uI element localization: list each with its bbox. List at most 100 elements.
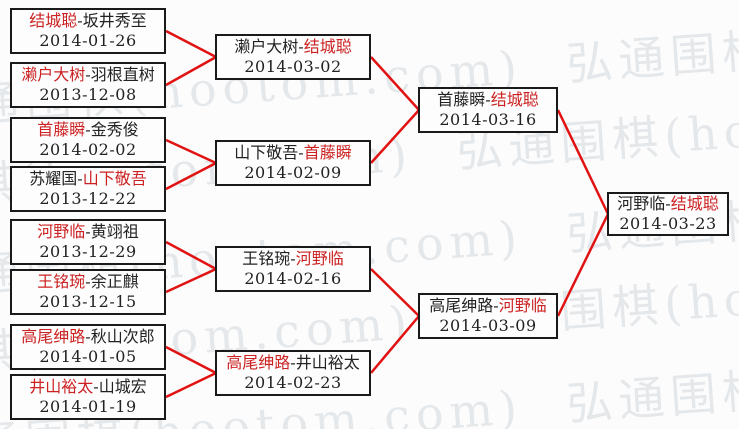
match-date: 2014-03-02 bbox=[244, 57, 342, 76]
player-name: 高尾绅路 bbox=[226, 353, 291, 372]
player-separator: - bbox=[77, 11, 83, 30]
match-date: 2014-02-09 bbox=[244, 163, 342, 182]
match-players: 苏耀国-山下敬吾 bbox=[29, 169, 146, 189]
player-name: 结城聪 bbox=[29, 11, 78, 30]
player-separator: - bbox=[85, 65, 91, 84]
match-players: 结城聪-坂井秀至 bbox=[29, 11, 146, 31]
player-name: 金秀俊 bbox=[90, 120, 139, 139]
match-box-round1-5: 河野临-黄翊祖 2013-12-29 bbox=[10, 219, 166, 265]
match-box-round1-8: 井山裕太-山城宏 2014-01-19 bbox=[10, 374, 166, 420]
player-name: 高尾绅路 bbox=[429, 296, 494, 315]
match-box-round1-3: 首藤瞬-金秀俊 2014-02-02 bbox=[10, 117, 166, 163]
connector-line bbox=[370, 56, 420, 111]
match-players: 濑户大树-结城聪 bbox=[234, 37, 351, 57]
match-date: 2013-12-08 bbox=[39, 85, 137, 104]
player-separator: - bbox=[485, 90, 491, 109]
connector-line bbox=[556, 109, 610, 215]
match-box-round1-7: 高尾绅路-秋山次郎 2014-01-05 bbox=[10, 324, 166, 370]
connector-line bbox=[556, 213, 610, 317]
player-separator: - bbox=[298, 37, 304, 56]
player-name: 首藤瞬 bbox=[437, 90, 486, 109]
match-date: 2014-03-16 bbox=[439, 110, 537, 129]
player-name: 结城聪 bbox=[303, 37, 352, 56]
match-date: 2014-03-23 bbox=[619, 214, 717, 233]
match-players: 王铭琬-余正麒 bbox=[37, 272, 138, 292]
player-name: 余正麒 bbox=[90, 272, 139, 291]
match-players: 高尾绅路-井山裕太 bbox=[226, 353, 359, 373]
player-separator: - bbox=[85, 222, 91, 241]
player-name: 山下敬吾 bbox=[82, 169, 147, 188]
watermark-text: 弘通围棋(hootom.com) bbox=[564, 335, 739, 429]
player-separator: - bbox=[85, 272, 91, 291]
player-name: 濑户大树 bbox=[21, 65, 86, 84]
match-players: 濑户大树-羽根直树 bbox=[21, 65, 154, 85]
connector-line bbox=[165, 55, 217, 87]
match-box-round1-4: 苏耀国-山下敬吾 2013-12-22 bbox=[10, 166, 166, 212]
player-name: 秋山次郎 bbox=[90, 327, 155, 346]
connector-line bbox=[165, 161, 217, 191]
match-date: 2013-12-29 bbox=[39, 242, 137, 261]
player-name: 河野临 bbox=[498, 296, 547, 315]
connector-line bbox=[370, 315, 420, 374]
player-name: 高尾绅路 bbox=[21, 327, 86, 346]
watermark-text: 弘通围棋(hootom.com) bbox=[564, 0, 739, 91]
match-date: 2013-12-22 bbox=[39, 189, 137, 208]
match-box-semifinal-2: 高尾绅路-河野临 2014-03-09 bbox=[418, 293, 558, 339]
player-name: 坂井秀至 bbox=[82, 11, 147, 30]
match-date: 2014-02-02 bbox=[39, 140, 137, 159]
connector-line bbox=[370, 109, 420, 164]
match-box-round1-2: 濑户大树-羽根直树 2013-12-08 bbox=[10, 62, 166, 108]
connector-line bbox=[165, 267, 217, 294]
player-separator: - bbox=[93, 377, 99, 396]
player-name: 井山裕太 bbox=[295, 353, 360, 372]
player-name: 山城宏 bbox=[98, 377, 147, 396]
player-name: 河野临 bbox=[295, 249, 344, 268]
match-date: 2014-01-26 bbox=[39, 31, 137, 50]
match-players: 高尾绅路-河野临 bbox=[429, 296, 546, 316]
match-box-round1-6: 王铭琬-余正麒 2013-12-15 bbox=[10, 269, 166, 315]
player-name: 结城聪 bbox=[670, 194, 719, 213]
match-date: 2014-01-19 bbox=[39, 397, 137, 416]
player-separator: - bbox=[77, 169, 83, 188]
match-players: 井山裕太-山城宏 bbox=[29, 377, 146, 397]
player-name: 井山裕太 bbox=[29, 377, 94, 396]
match-box-round2-2: 山下敬吾-首藤瞬 2014-02-09 bbox=[215, 140, 371, 186]
match-date: 2014-01-05 bbox=[39, 347, 137, 366]
match-date: 2013-12-15 bbox=[39, 292, 137, 311]
player-name: 首藤瞬 bbox=[303, 143, 352, 162]
player-separator: - bbox=[85, 327, 91, 346]
match-players: 首藤瞬-结城聪 bbox=[437, 90, 538, 110]
match-players: 河野临-结城聪 bbox=[617, 194, 718, 214]
match-players: 河野临-黄翊祖 bbox=[37, 222, 138, 242]
player-separator: - bbox=[665, 194, 671, 213]
player-separator: - bbox=[298, 143, 304, 162]
player-separator: - bbox=[85, 120, 91, 139]
match-players: 高尾绅路-秋山次郎 bbox=[21, 327, 154, 347]
match-box-final: 河野临-结城聪 2014-03-23 bbox=[607, 192, 729, 236]
player-name: 河野临 bbox=[37, 222, 86, 241]
connector-line bbox=[165, 240, 217, 271]
match-box-round2-4: 高尾绅路-井山裕太 2014-02-23 bbox=[215, 350, 371, 396]
connector-line bbox=[165, 371, 217, 399]
player-name: 首藤瞬 bbox=[37, 120, 86, 139]
player-name: 王铭琬 bbox=[37, 272, 86, 291]
match-players: 王铭琬-河野临 bbox=[242, 249, 343, 269]
match-box-round2-3: 王铭琬-河野临 2014-02-16 bbox=[215, 246, 371, 292]
player-name: 王铭琬 bbox=[242, 249, 291, 268]
connector-line bbox=[165, 345, 217, 375]
player-separator: - bbox=[493, 296, 499, 315]
match-date: 2014-03-09 bbox=[439, 316, 537, 335]
player-name: 黄翊祖 bbox=[90, 222, 139, 241]
match-box-semifinal-1: 首藤瞬-结城聪 2014-03-16 bbox=[418, 87, 558, 133]
player-separator: - bbox=[290, 249, 296, 268]
match-box-round2-1: 濑户大树-结城聪 2014-03-02 bbox=[215, 34, 371, 80]
match-box-round1-1: 结城聪-坂井秀至 2014-01-26 bbox=[10, 8, 166, 54]
connector-line bbox=[165, 29, 217, 59]
player-name: 结城聪 bbox=[490, 90, 539, 109]
player-name: 濑户大树 bbox=[234, 37, 299, 56]
player-name: 河野临 bbox=[617, 194, 666, 213]
match-players: 山下敬吾-首藤瞬 bbox=[234, 143, 351, 163]
match-players: 首藤瞬-金秀俊 bbox=[37, 120, 138, 140]
match-date: 2014-02-16 bbox=[244, 269, 342, 288]
player-name: 羽根直树 bbox=[90, 65, 155, 84]
